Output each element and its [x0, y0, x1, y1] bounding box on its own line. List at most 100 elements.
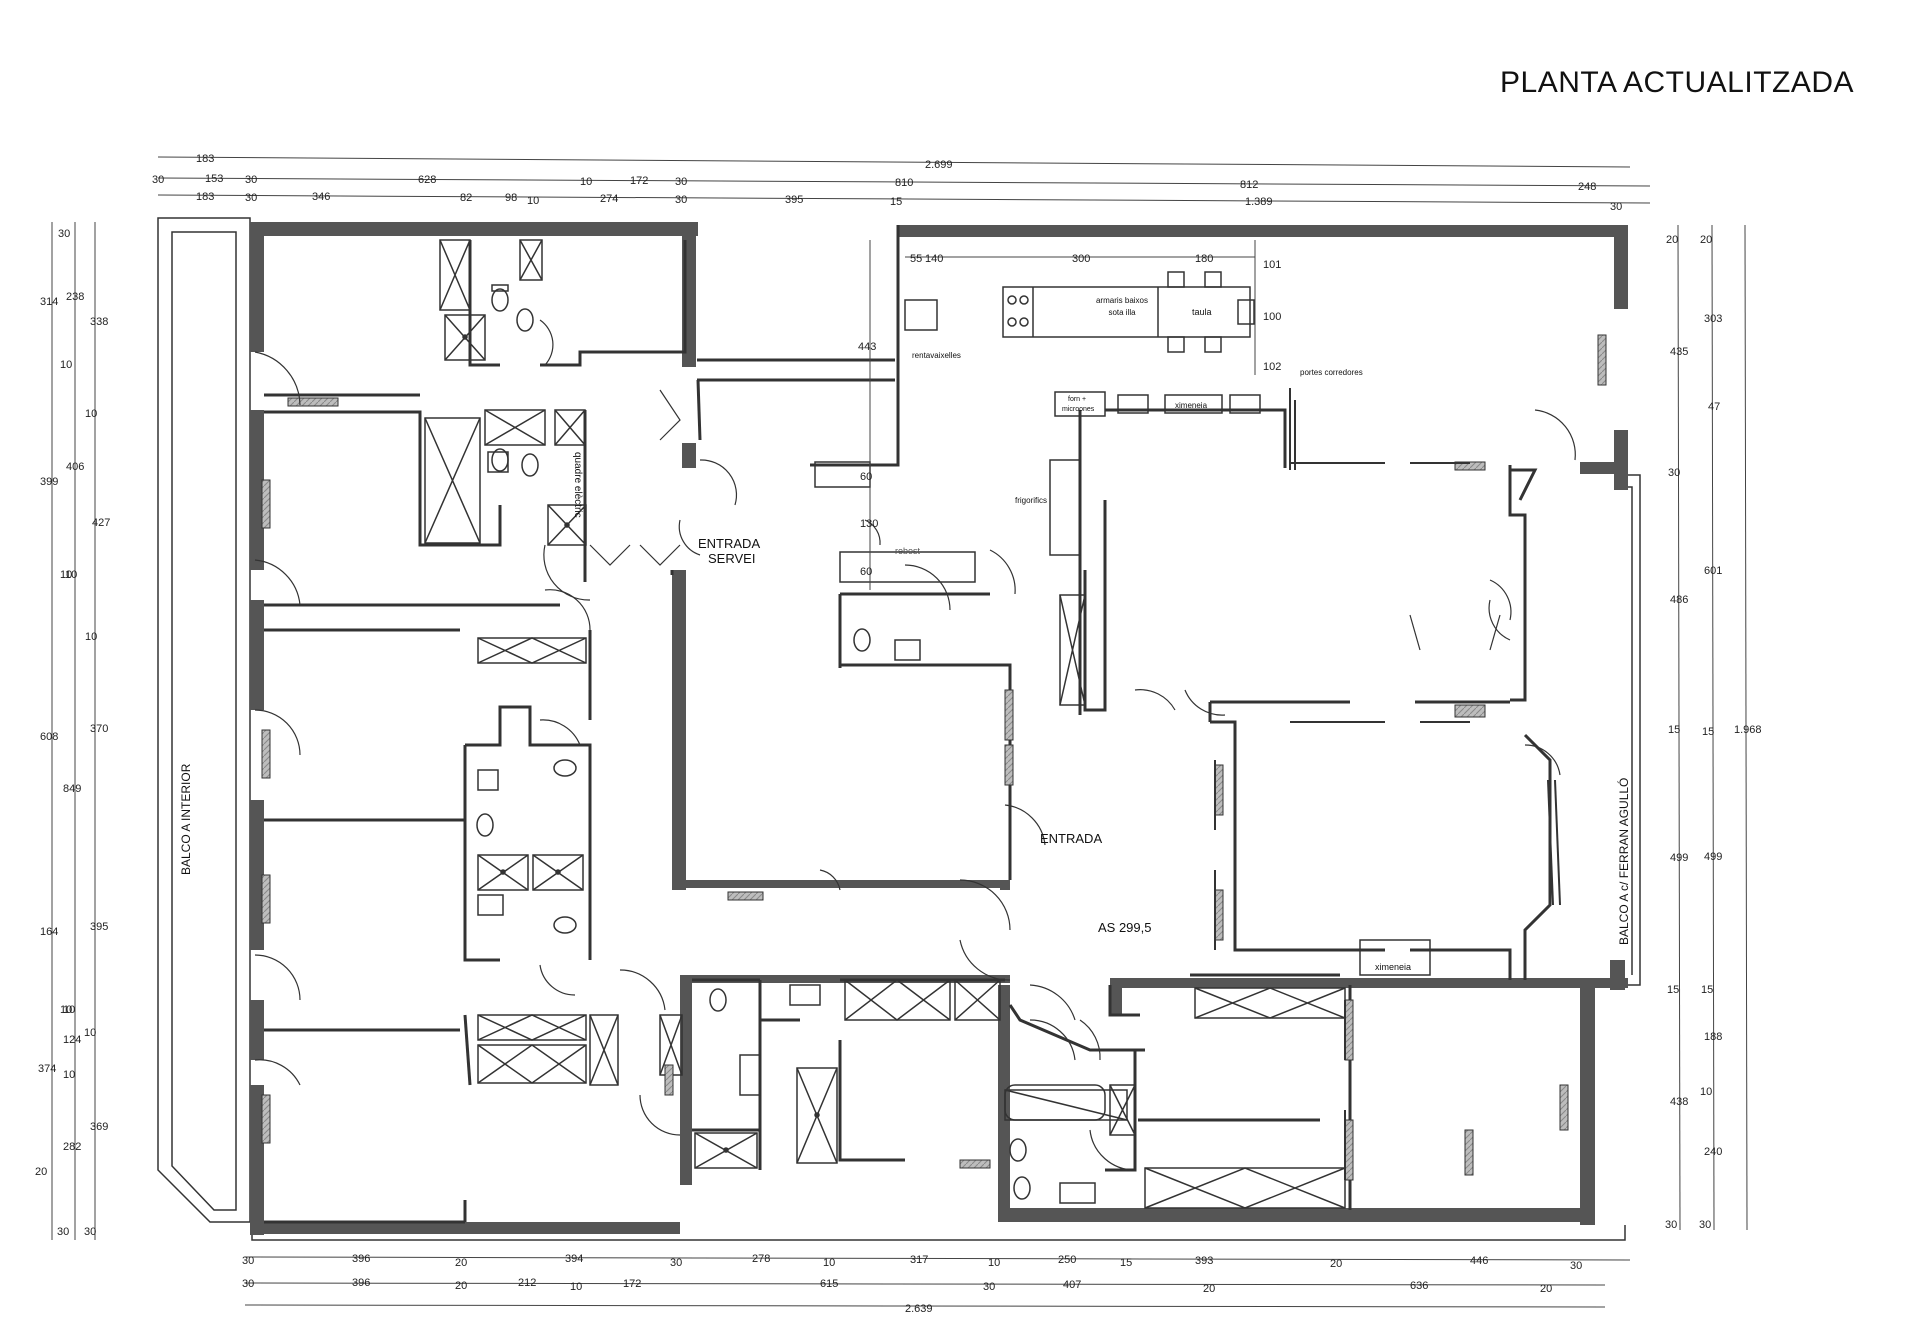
dim-text: 30	[242, 1255, 254, 1267]
dim-text: 20	[1330, 1258, 1342, 1270]
dim-text: 10	[570, 1281, 582, 1293]
dim-text: 30	[675, 194, 687, 206]
dim-text: 10	[84, 1027, 96, 1039]
dim-text: 396	[352, 1277, 370, 1289]
dim-text: 153	[205, 173, 223, 185]
dim-text: 20	[1203, 1283, 1215, 1295]
dim-text: 278	[752, 1253, 770, 1265]
label-portes-corredores: portes corredores	[1300, 368, 1363, 377]
dim-top-total: 2.699	[925, 159, 953, 171]
door-swings	[254, 319, 1576, 1171]
dim-text: 30	[1668, 467, 1680, 479]
label-area: AS 299,5	[1098, 920, 1152, 935]
dim-text: 812	[1240, 179, 1258, 191]
dim-text: 15	[1701, 984, 1713, 996]
dim-text: 30	[84, 1226, 96, 1238]
dim-text: 1.389	[1245, 196, 1273, 208]
dim-text: 601	[1704, 565, 1722, 577]
dim-text: 427	[92, 517, 110, 529]
label-entrada: ENTRADA	[1040, 831, 1102, 846]
dim-text: 406	[66, 461, 84, 473]
dim-text: 300	[1072, 253, 1090, 265]
dim-text: 20	[35, 1166, 47, 1178]
label-balco-interior: BALCO A INTERIOR	[179, 763, 193, 875]
dim-text: 10	[60, 569, 72, 581]
dim-text: 250	[1058, 1254, 1076, 1266]
dim-text: 395	[90, 921, 108, 933]
dim-text: 370	[90, 723, 108, 735]
dim-text: 100	[1263, 311, 1281, 323]
label-armaris-1: armaris baixos	[1096, 296, 1148, 305]
dim-text: 30	[245, 174, 257, 186]
dim-text: 395	[785, 194, 803, 206]
dim-text: 438	[1670, 1096, 1688, 1108]
label-rebost: rebost	[895, 546, 921, 556]
dim-text: 98	[505, 192, 517, 204]
dim-text: 240	[1704, 1146, 1722, 1158]
dim-text: 30	[1610, 201, 1622, 213]
plan-title: PLANTA ACTUALITZADA	[1500, 66, 1855, 99]
dim-text: 15	[1120, 1257, 1132, 1269]
dim-text: 30	[57, 1226, 69, 1238]
room-labels: ENTRADA SERVEI ENTRADA AS 299,5 armaris …	[179, 296, 1631, 972]
dim-text: 10	[823, 1257, 835, 1269]
dim-text: 15	[1667, 984, 1679, 996]
dim-text: 10	[988, 1257, 1000, 1269]
dim-text: 82	[460, 192, 472, 204]
dim-text: 30	[152, 174, 164, 186]
dim-text: 20	[455, 1257, 467, 1269]
dim-text: 188	[1704, 1031, 1722, 1043]
dim-text: 20	[455, 1280, 467, 1292]
dim-text: 172	[623, 1278, 641, 1290]
dim-text: 238	[66, 291, 84, 303]
dim-text: 30	[670, 1257, 682, 1269]
dim-text: 393	[1195, 1255, 1213, 1267]
dim-text: 317	[910, 1254, 928, 1266]
dim-text: 10	[580, 176, 592, 188]
label-forn-2: microones	[1062, 406, 1095, 413]
dim-text: 346	[312, 191, 330, 203]
dim-top-183: 183	[196, 153, 214, 165]
dim-text: 101	[1263, 259, 1281, 271]
dim-text: 30	[1699, 1219, 1711, 1231]
dimension-lines	[51, 156, 1748, 1308]
dim-text: 30	[983, 1281, 995, 1293]
label-entrada-servei-1: ENTRADA	[698, 536, 760, 551]
dim-text: 30	[242, 1278, 254, 1290]
dim-text: 15	[890, 196, 902, 208]
dim-text: 374	[38, 1063, 56, 1075]
dim-text: 314	[40, 296, 58, 308]
label-forn-1: forn +	[1068, 396, 1086, 403]
kitchen-dims	[869, 240, 1256, 590]
dim-text: 636	[1410, 1280, 1428, 1292]
dim-text: 30	[675, 176, 687, 188]
dim-text: 10	[60, 1004, 72, 1016]
dim-text: 15	[1702, 726, 1714, 738]
dim-text: 486	[1670, 594, 1688, 606]
label-ximeneia-kitchen: ximeneia	[1175, 401, 1208, 410]
dim-text: 10	[65, 569, 77, 581]
dim-text: 628	[418, 174, 436, 186]
dim-text: 338	[90, 316, 108, 328]
walls	[250, 222, 1628, 1235]
dim-text: 15	[1668, 724, 1680, 736]
dim-text: 399	[40, 476, 58, 488]
dim-text: 30	[245, 192, 257, 204]
kitchen-island	[814, 271, 1431, 976]
dim-text: 30	[1665, 1219, 1677, 1231]
sliding-doors	[1214, 388, 1561, 1180]
dim-text: 130	[860, 518, 878, 530]
dim-text: 435	[1670, 346, 1688, 358]
label-rentavaixelles: rentavaixelles	[912, 351, 961, 360]
dim-text: 10	[85, 631, 97, 643]
interior-walls	[264, 225, 1552, 1224]
dim-text: 369	[90, 1121, 108, 1133]
wardrobes	[424, 239, 1346, 1209]
dim-text: 10	[85, 408, 97, 420]
dim-text: 60	[860, 471, 872, 483]
dim-text: 274	[600, 193, 618, 205]
dimension-text: 183 2.699 30 153 30 628 10 172 30 810 81…	[35, 153, 1762, 1315]
dim-text: 443	[858, 341, 876, 353]
label-entrada-servei-2: SERVEI	[708, 551, 755, 566]
label-balco-ferran: BALCO A c/ FERRAN AGULLÓ	[1616, 778, 1631, 945]
